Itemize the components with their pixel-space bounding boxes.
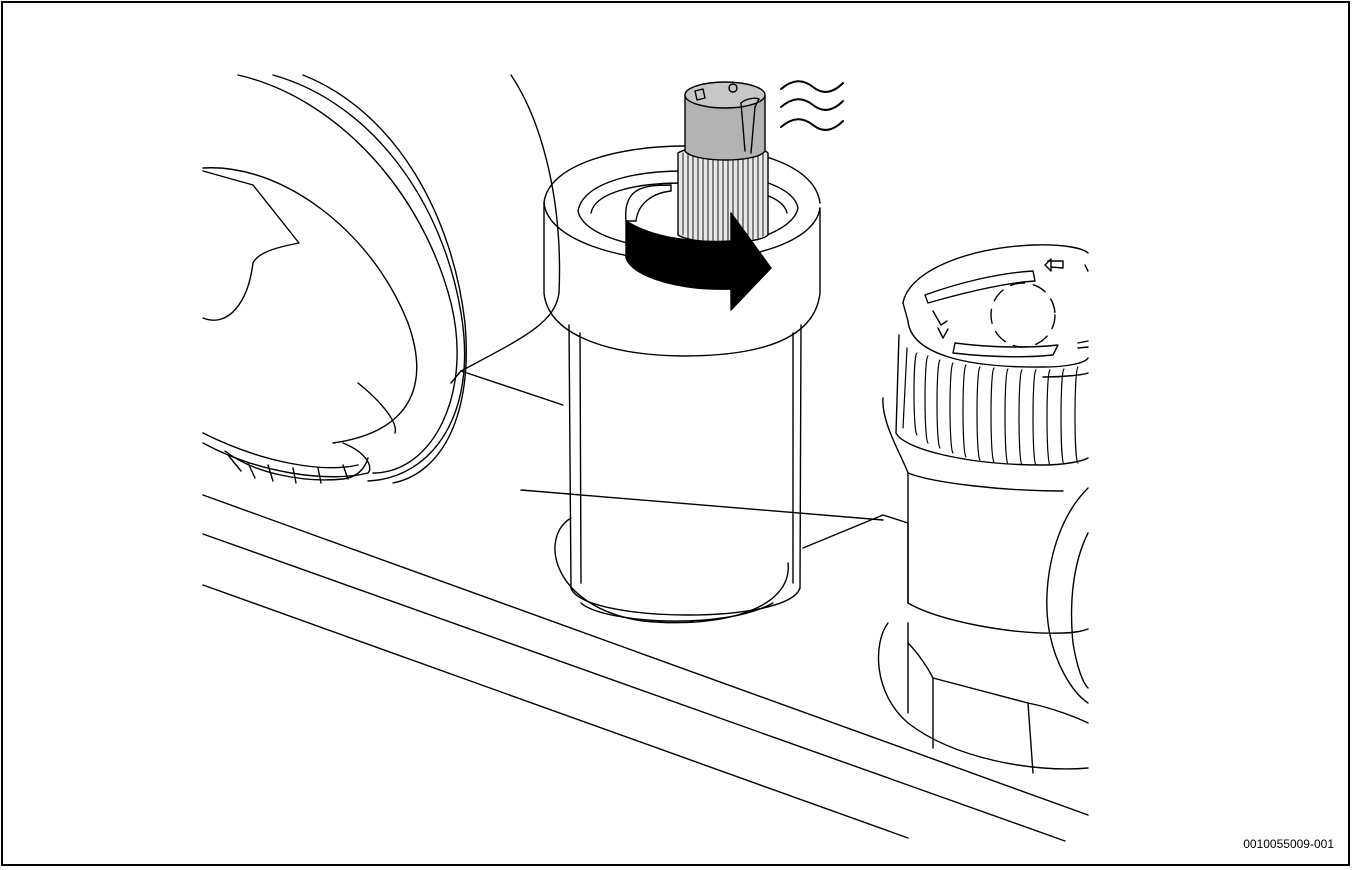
air-escape-indicator — [780, 80, 844, 131]
pump-housing — [202, 74, 561, 484]
turn-direction-arrow — [625, 184, 772, 311]
technical-illustration — [202, 74, 1089, 842]
vent-cap — [677, 81, 769, 244]
figure-id-label: 0010055009-001 — [1243, 837, 1334, 851]
base-plate — [202, 370, 1089, 842]
isolation-valve — [877, 244, 1089, 774]
